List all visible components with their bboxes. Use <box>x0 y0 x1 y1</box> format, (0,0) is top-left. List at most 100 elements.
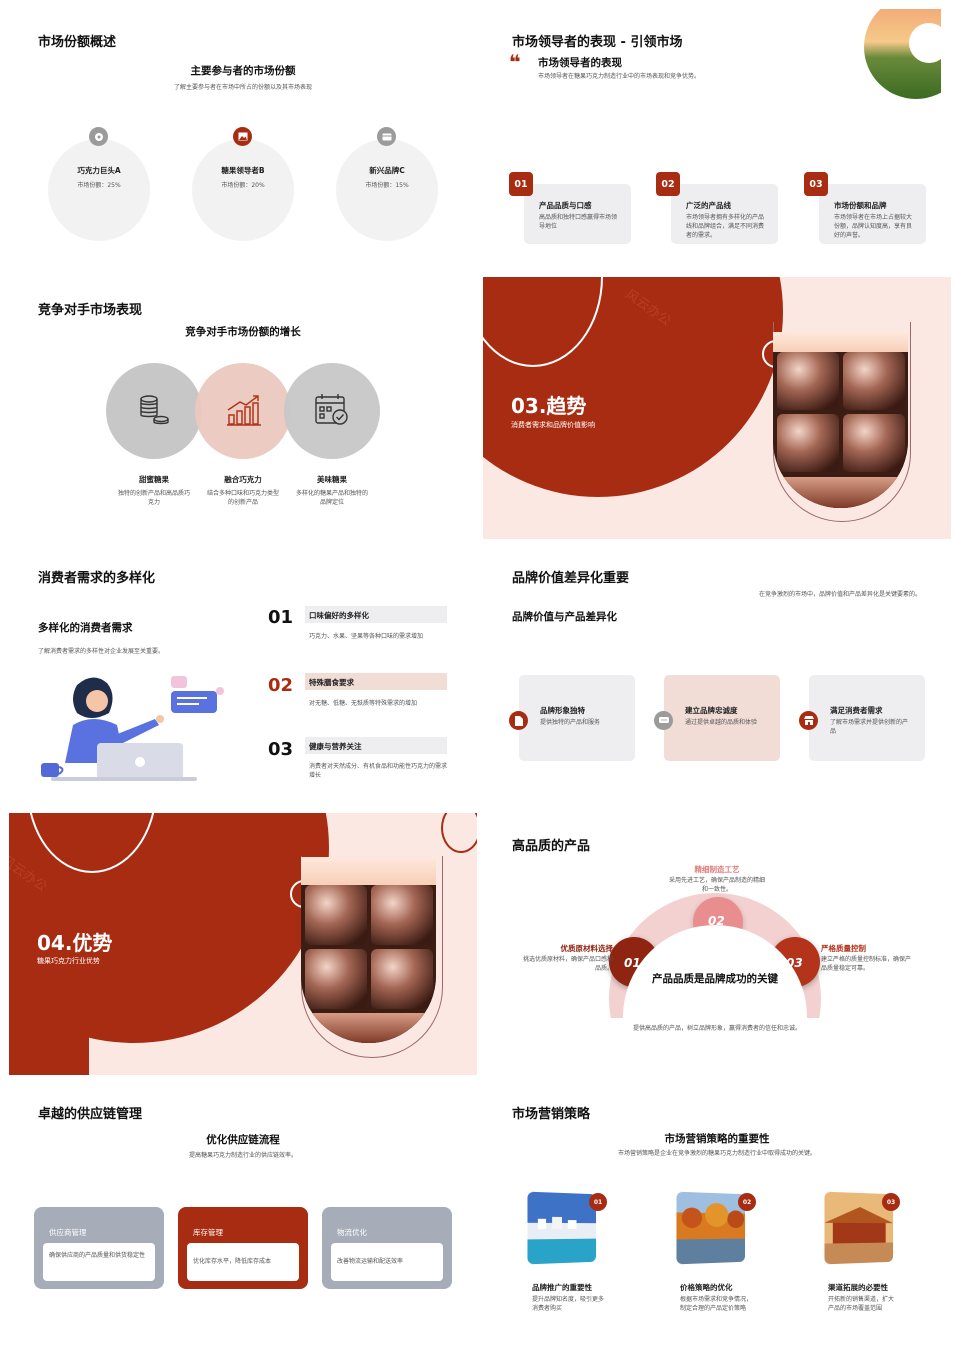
competitor-description: 结合多种口味和巧克力类型的创新产品 <box>206 490 279 506</box>
strategy-description: 提升品牌知名度，吸引更多消费者购买 <box>532 1296 605 1312</box>
slide-title: 市场份额概述 <box>38 35 117 50</box>
slide-market-leader[interactable]: 市场领导者的表现 - 引领市场 ❝ 市场领导者的表现 市场领导者在糖果巧克力制造… <box>483 9 951 271</box>
strategy-title: 价格策略的优化 <box>680 1283 733 1292</box>
item-description: 消费者对天然成分、有机食品和功能性巧克力的需求增长 <box>309 763 448 779</box>
chocolate-photo <box>301 857 436 1043</box>
slide-title: 品牌价值差异化重要 <box>512 571 630 586</box>
process-title: 供应商管理 <box>49 1228 87 1237</box>
calendar-check-icon <box>314 393 350 427</box>
step-description: 建立严格的质量控制标准，确保产品质量稳定可靠。 <box>821 956 912 972</box>
item-title: 健康与营养关注 <box>309 742 362 751</box>
slide-brand-differentiation[interactable]: 品牌价值差异化重要 在竞争激烈的市场中，品牌价值和产品差异化是关键要素的。 品牌… <box>483 545 951 807</box>
slide-subtitle: 多样化的消费者需求 <box>38 622 133 634</box>
quote-title: 市场领导者的表现 <box>538 57 622 69</box>
wallet-icon <box>377 127 396 146</box>
player-card <box>192 139 294 241</box>
leader-card <box>524 184 631 244</box>
slide-section-trends[interactable]: 风云办公 03.趋势 消费者需求和品牌价值影响 <box>483 277 951 539</box>
player-name: 新兴品牌C <box>369 166 405 175</box>
step-title: 优质原材料选择 <box>560 944 614 953</box>
step-number: 02 <box>708 914 725 928</box>
value-card <box>664 675 780 761</box>
value-title: 品牌形象独特 <box>540 706 585 715</box>
slide-title: 高品质的产品 <box>512 839 591 854</box>
step-title: 严格质量控制 <box>821 944 866 953</box>
person-laptop-illustration <box>37 673 237 783</box>
slide-section-advantages[interactable]: 风云办公 04.优势 糖果巧克力行业优势 <box>9 813 477 1075</box>
autumn-trees-photo <box>676 1191 746 1265</box>
section-description: 消费者需求和品牌价值影响 <box>511 421 595 429</box>
slide-title: 卓越的供应链管理 <box>38 1107 143 1122</box>
slide-high-quality[interactable]: 高品质的产品 01 02 03 产品品质是品牌成功的关键 精细制造工艺 采用先进… <box>483 813 951 1075</box>
value-description: 了解市场需求并提供创新的产品 <box>830 719 909 735</box>
competitor-name: 融合巧克力 <box>224 475 262 484</box>
bottom-summary: 提供高品质的产品，树立品牌形象，赢得消费者的信任和忠诚。 <box>632 1025 801 1032</box>
slide-description: 了解主要参与者在市场中所占的份额以及其市场表现 <box>173 84 312 91</box>
slide-title: 消费者需求的多样化 <box>38 571 156 586</box>
competitor-description: 独特的创新产品和高品质巧克力 <box>117 490 190 506</box>
slide-supply-chain[interactable]: 卓越的供应链管理 优化供应链流程 提高糖果巧克力制造行业的供应链效率。 供应商管… <box>9 1081 477 1343</box>
slide-title: 市场领导者的表现 - 引领市场 <box>512 35 683 50</box>
landscape-photo <box>861 9 951 99</box>
strategy-number: 02 <box>738 1193 756 1211</box>
coins-icon <box>137 393 171 427</box>
card-description: 市场领导者拥有多样化的产品线和品牌组合，满足不同消费者的需求。 <box>686 214 765 239</box>
competitor-name: 甜蜜糖果 <box>139 475 169 484</box>
center-mask <box>603 1018 833 1075</box>
card-number: 02 <box>656 172 680 196</box>
slide-subtitle: 优化供应链流程 <box>206 1134 280 1146</box>
competitor-circle <box>284 363 380 459</box>
card-number: 03 <box>804 172 828 196</box>
card-title: 产品品质与口感 <box>539 201 592 210</box>
value-title: 建立品牌忠诚度 <box>685 706 738 715</box>
competitor-name: 美味糖果 <box>317 475 347 484</box>
slide-competitor-performance[interactable]: 竞争对手市场表现 竞争对手市场份额的增长 甜蜜糖果 独特的创新产品和高品质巧克力… <box>9 277 477 539</box>
item-number: 02 <box>268 675 294 696</box>
item-title-bar <box>305 737 447 754</box>
value-card <box>519 675 635 761</box>
strategy-number: 03 <box>882 1193 900 1211</box>
item-title: 特殊膳食要求 <box>309 678 354 687</box>
process-title: 库存管理 <box>193 1228 223 1237</box>
step-title: 精细制造工艺 <box>694 865 740 874</box>
strategy-description: 根据市场需求和竞争情况，制定合理的产品定价策略 <box>680 1296 753 1312</box>
slide-description: 提高糖果巧克力制造行业的供应链效率。 <box>188 1152 297 1159</box>
strategy-description: 开拓新的销售渠道，扩大产品的市场覆盖范围 <box>828 1296 895 1312</box>
card-description: 高品质和独特口感赢得市场领导地位 <box>539 214 618 230</box>
player-share: 市场份额：15% <box>365 182 409 189</box>
card-description: 市场领导者在市场上占据较大份额，品牌认知度高，享有良好的声誉。 <box>834 214 913 239</box>
section-heading: 03.趋势 <box>511 394 587 418</box>
process-body <box>331 1243 443 1281</box>
slide-title: 市场营销策略 <box>512 1107 591 1122</box>
process-body <box>187 1243 299 1281</box>
step-description: 挑选优质原材料，确保产品口感和品质。 <box>523 956 614 972</box>
process-description: 改善物流运输和配送效率 <box>337 1258 404 1265</box>
step-number: 01 <box>624 956 641 970</box>
card-title: 广泛的产品线 <box>686 201 731 210</box>
section-heading: 04.优势 <box>37 931 113 955</box>
section-description: 糖果巧克力行业优势 <box>37 957 100 965</box>
document-icon <box>509 711 528 730</box>
slide-market-share-overview[interactable]: 市场份额概述 主要参与者的市场份额 了解主要参与者在市场中所占的份额以及其市场表… <box>9 9 477 271</box>
slide-subtitle: 竞争对手市场份额的增长 <box>185 326 301 338</box>
slide-consumer-demand[interactable]: 消费者需求的多样化 多样化的消费者需求 了解消费者需求的多样性对企业发展至关重要… <box>9 545 477 807</box>
center-statement: 产品品质是品牌成功的关键 <box>652 973 778 985</box>
slide-marketing-strategy[interactable]: 市场营销策略 市场营销策略的重要性 市场营销策略是企业在竞争激烈的糖果巧克力制造… <box>483 1081 951 1343</box>
disc-icon <box>89 127 108 146</box>
process-title: 物流优化 <box>337 1228 367 1237</box>
item-description: 对无糖、低糖、无麸质等特殊需求的增加 <box>309 700 418 707</box>
player-card <box>336 139 438 241</box>
value-title: 满足消费者需求 <box>830 706 883 715</box>
coastal-town-photo <box>527 1191 597 1265</box>
value-card <box>809 675 925 761</box>
strategy-title: 渠道拓展的必要性 <box>828 1283 888 1292</box>
slide-title: 竞争对手市场表现 <box>38 303 143 318</box>
item-title-bar <box>305 606 447 623</box>
quote-icon: ❝ <box>509 50 521 74</box>
value-description: 提供独特的产品和服务 <box>540 719 601 726</box>
slide-description: 市场营销策略是企业在竞争激烈的糖果巧克力制造行业中取得成功的关键。 <box>617 1150 816 1157</box>
player-name: 糖果领导者B <box>221 166 265 175</box>
step-description: 采用先进工艺，确保产品制造的精细和一致性。 <box>668 877 765 893</box>
item-description: 巧克力、水果、坚果等各种口味的需求增加 <box>309 633 424 640</box>
slide-description: 了解消费者需求的多样性对企业发展至关重要。 <box>38 648 165 655</box>
